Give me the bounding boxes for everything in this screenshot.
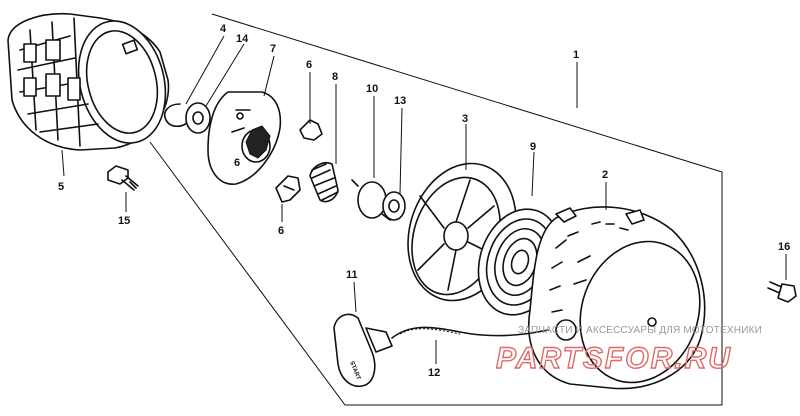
part-11-starter-grip: START [333,313,393,388]
callout-9: 9 [530,141,536,153]
callout-4: 4 [220,23,227,35]
callout-3: 3 [462,113,468,125]
callout-6-upper: 6 [306,59,312,71]
callout-15: 15 [118,215,130,227]
part-8-spring [309,161,339,203]
callout-12: 12 [428,367,440,379]
part-14-washer [185,102,211,134]
part-4-circlip [164,103,189,128]
callout-labels: 1 2 3 4 14 5 6 6 6 7 8 9 10 11 12 13 15 … [58,23,790,379]
callout-7: 7 [270,43,276,55]
callout-11: 11 [346,269,358,281]
part-16-bolt [767,281,797,303]
assembly-frame [149,13,723,406]
callout-10: 10 [366,83,378,95]
part-13-washer [382,191,406,221]
watermark-logo: PARTSFOR.RU [496,342,732,375]
leader-lines [61,35,787,364]
watermark: ЗАПЧАСТИ И АКСЕССУАРЫ ДЛЯ МОТОТЕХНИКИ PA… [495,325,762,376]
part-5-guard-cup [7,12,170,151]
callout-5: 5 [58,181,64,193]
part-7-friction-plate [207,91,282,185]
callout-13: 13 [394,95,406,107]
callout-6-mid: 6 [234,157,240,169]
callout-8: 8 [332,71,338,83]
part-6-pawl-lower [275,175,301,203]
part-6-pawl-upper [299,119,323,141]
callout-14: 14 [236,33,249,45]
part-15-bolt [107,165,139,191]
callout-2: 2 [602,169,608,181]
part-12-starter-rope [391,326,549,339]
callout-1: 1 [573,49,579,61]
callout-16: 16 [778,241,790,253]
part-2-starter-case [528,206,706,390]
callout-6-lower: 6 [278,225,284,237]
watermark-tagline: ЗАПЧАСТИ И АКСЕССУАРЫ ДЛЯ МОТОТЕХНИКИ [518,325,762,336]
